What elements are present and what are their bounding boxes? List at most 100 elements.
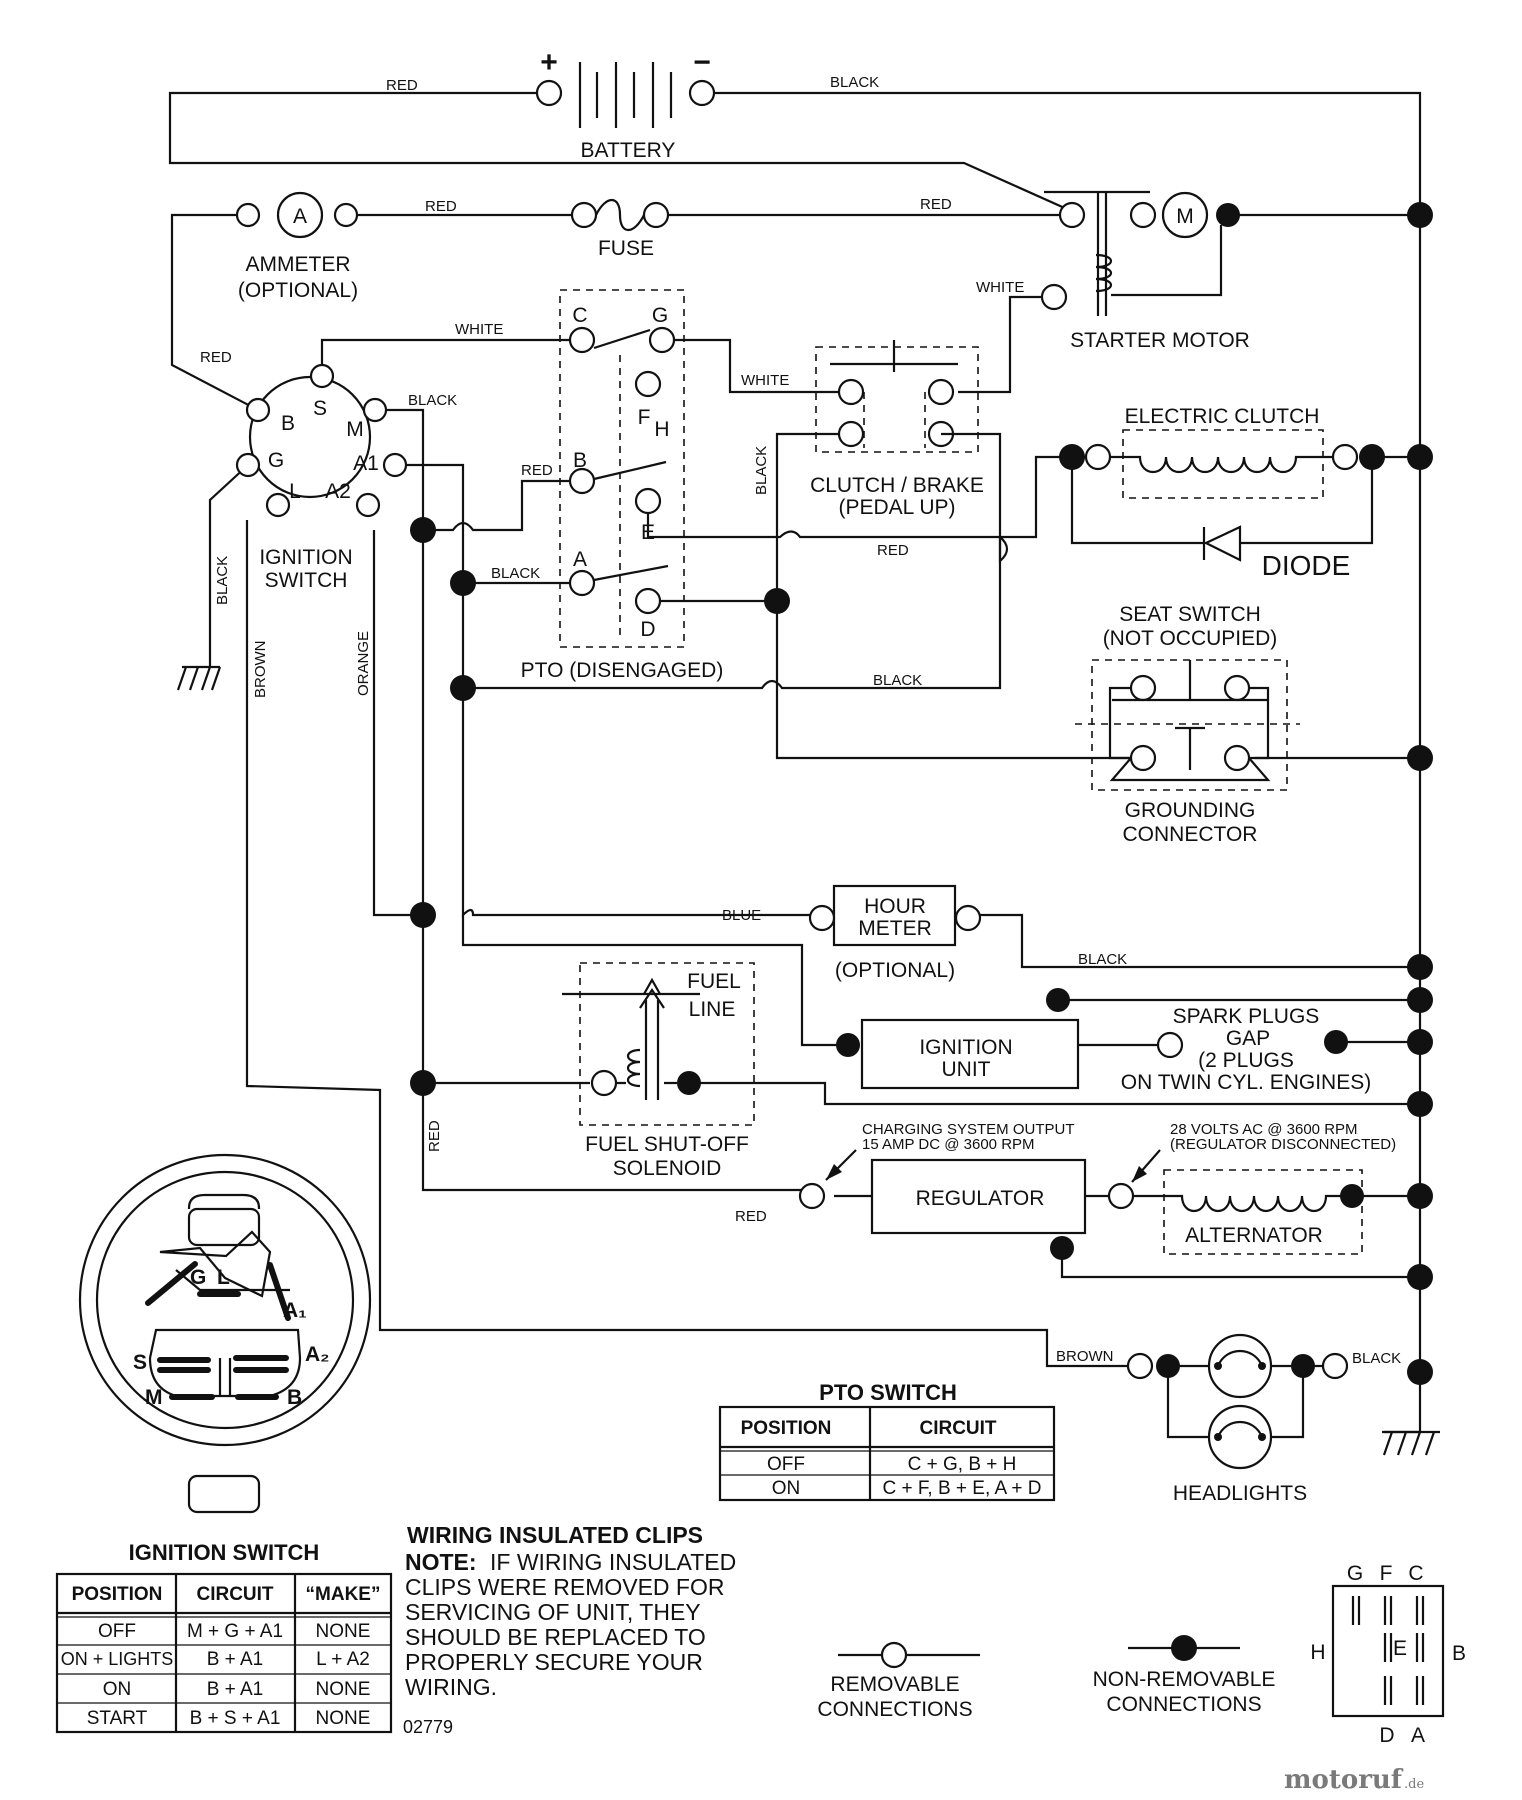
pinout-A: A — [1411, 1724, 1425, 1747]
ignition-switch-table: IGNITION SWITCH POSITION CIRCUIT “MAKE” … — [55, 1540, 393, 1734]
ignition-table-cell: L + A2 — [316, 1649, 370, 1670]
fuse: FUSE — [570, 198, 670, 260]
ignition-table-header-make: “MAKE” — [306, 1584, 381, 1605]
fuel-line-label: FUEL — [687, 970, 741, 993]
hour-meter-line2: METER — [858, 917, 932, 940]
headlight-bulb-1 — [1207, 1333, 1273, 1399]
pto-table-cell: ON — [772, 1478, 801, 1499]
pinout-B: B — [1452, 1642, 1466, 1665]
ignition-table-cell: ON + LIGHTS — [61, 1649, 174, 1669]
clips-note-line: IF WIRING INSULATED — [490, 1549, 736, 1575]
alternator-label: ALTERNATOR — [1185, 1224, 1323, 1247]
seat-switch-sublabel: (NOT OCCUPIED) — [1103, 627, 1278, 650]
diode-label: DIODE — [1262, 550, 1351, 581]
face-terminal-B: B — [287, 1386, 302, 1409]
wire-color-labels: RED BLACK RED RED WHITE RED WHITE BLACK … — [200, 74, 1401, 1367]
battery-positive-terminal — [535, 79, 563, 107]
ignition-unit-line1: IGNITION — [919, 1036, 1012, 1059]
headlights: HEADLIGHTS — [1126, 1333, 1349, 1505]
wire-label-red: RED — [877, 542, 909, 559]
wire-label-white: WHITE — [976, 279, 1024, 296]
pto-table-cell: OFF — [767, 1454, 805, 1475]
ground-symbol — [176, 665, 1440, 1456]
ammeter-label: AMMETER — [246, 253, 351, 276]
ignition-table-cell: B + A1 — [207, 1679, 264, 1700]
ignition-unit-line2: UNIT — [942, 1058, 991, 1081]
pinout-F: F — [1380, 1562, 1393, 1585]
legend-removable: REMOVABLE — [830, 1673, 959, 1696]
terminal-M: M — [346, 418, 364, 441]
battery-negative-terminal — [688, 79, 716, 107]
ignition-table-cell: NONE — [316, 1621, 371, 1642]
wire-label-orange: ORANGE — [355, 631, 372, 696]
hour-meter: HOUR METER (OPTIONAL) — [808, 884, 982, 982]
clips-note-prefix: NOTE: — [405, 1549, 477, 1575]
wire-label-red: RED — [386, 77, 418, 94]
fuel-line-label-2: LINE — [689, 998, 736, 1021]
grounding-connector-label: GROUNDING — [1125, 799, 1256, 822]
legend-non-removable-2: CONNECTIONS — [1106, 1693, 1261, 1716]
clips-note-line: PROPERLY SECURE YOUR — [405, 1649, 703, 1675]
starter-motor: M STARTER MOTOR — [1040, 190, 1250, 352]
battery: + − BATTERY — [535, 46, 716, 162]
pto-terminal-E: E — [641, 521, 655, 544]
clips-note-line: WIRING. — [405, 1674, 497, 1700]
wire-label-red: RED — [920, 196, 952, 213]
alternator: ALTERNATOR — [1133, 1169, 1364, 1255]
spark-plugs-line3: (2 PLUGS — [1198, 1049, 1294, 1072]
terminal-B: B — [281, 412, 295, 435]
terminal-A1: A1 — [353, 452, 379, 475]
clips-note-line: CLIPS WERE REMOVED FOR — [405, 1574, 724, 1600]
wire-label-white: WHITE — [455, 321, 503, 338]
electric-clutch: ELECTRIC CLUTCH — [1084, 405, 1359, 499]
motor-letter: M — [1176, 205, 1194, 228]
wire-label-blue: BLUE — [722, 907, 761, 924]
regulator: REGULATOR CHARGING SYSTEM OUTPUT 15 AMP … — [798, 1121, 1396, 1260]
spark-plugs: SPARK PLUGS GAP (2 PLUGS ON TWIN CYL. EN… — [1121, 1005, 1371, 1094]
wire-label-black: BLACK — [491, 565, 540, 582]
pto-terminal-G: G — [652, 304, 668, 327]
hour-meter-line1: HOUR — [864, 895, 926, 918]
ignition-table-header-position: POSITION — [72, 1584, 163, 1605]
pto-terminal-A: A — [573, 548, 587, 571]
face-terminal-A1: A₁ — [283, 1299, 307, 1322]
legend-removable-2: CONNECTIONS — [817, 1698, 972, 1721]
hour-meter-optional: (OPTIONAL) — [835, 959, 955, 982]
ammeter-symbol: A — [293, 205, 307, 228]
pinout-D: D — [1379, 1724, 1394, 1747]
legend: REMOVABLE CONNECTIONS NON-REMOVABLE CONN… — [817, 1635, 1275, 1721]
ignition-table-cell: B + A1 — [207, 1649, 264, 1670]
ignition-table-cell: B + S + A1 — [190, 1708, 281, 1729]
wire-label-black: BLACK — [408, 392, 457, 409]
seat-switch: SEAT SWITCH (NOT OCCUPIED) GROUNDING CON… — [1075, 603, 1300, 846]
face-terminal-G: G — [190, 1266, 206, 1289]
charging-output-note-2: 15 AMP DC @ 3600 RPM — [862, 1136, 1035, 1153]
junction-dots — [410, 202, 1433, 1385]
removable-connection-symbol — [880, 1641, 908, 1669]
pto-table-header-circuit: CIRCUIT — [919, 1418, 996, 1439]
clips-note-line: SHOULD BE REPLACED TO — [405, 1624, 706, 1650]
pinout-G: G — [1347, 1562, 1363, 1585]
wire-label-black: BLACK — [1352, 1350, 1401, 1367]
alternator-voltage-note: 28 VOLTS AC @ 3600 RPM — [1170, 1121, 1358, 1138]
pto-terminal-D: D — [640, 618, 655, 641]
alternator-voltage-note-2: (REGULATOR DISCONNECTED) — [1170, 1136, 1396, 1153]
legend-non-removable: NON-REMOVABLE — [1093, 1668, 1276, 1691]
wire-label-red: RED — [200, 349, 232, 366]
wire-label-red: RED — [735, 1208, 767, 1225]
seat-switch-label: SEAT SWITCH — [1119, 603, 1261, 626]
wire-label-red: RED — [426, 1120, 443, 1152]
watermark-brand: motoruf — [1284, 1765, 1404, 1795]
pinout-C: C — [1408, 1562, 1423, 1585]
face-terminal-M: M — [145, 1386, 163, 1409]
clips-note-title: WIRING INSULATED CLIPS — [407, 1522, 703, 1548]
clutch-brake-switch: CLUTCH / BRAKE (PEDAL UP) — [810, 340, 1002, 537]
clutch-brake-label: CLUTCH / BRAKE — [810, 474, 984, 497]
wire-label-black: BLACK — [753, 446, 770, 495]
ignition-table-cell: ON — [103, 1679, 132, 1700]
wire-label-black: BLACK — [830, 74, 879, 91]
face-terminal-S: S — [133, 1351, 147, 1374]
pto-switch-table: PTO SWITCH POSITION CIRCUIT OFF C + G, B… — [718, 1380, 1056, 1502]
electric-clutch-label: ELECTRIC CLUTCH — [1125, 405, 1320, 428]
